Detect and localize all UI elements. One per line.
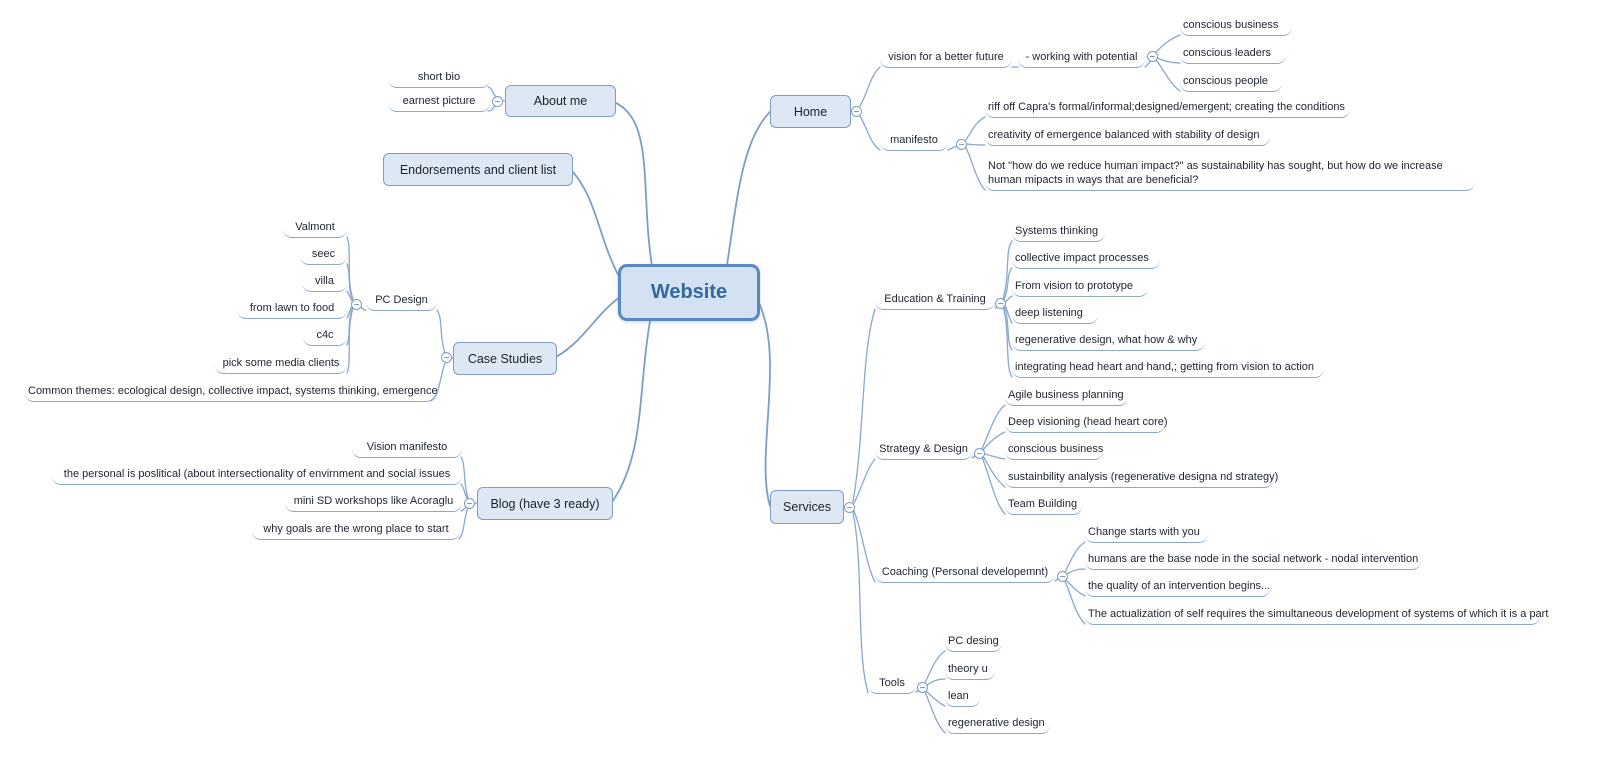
central-topic-website[interactable]: Website (618, 264, 760, 321)
branch-connectors (555, 101, 771, 507)
child-connectors (346, 34, 1181, 734)
topic-tools[interactable]: Tools (868, 676, 916, 694)
topic-sustainability-analysis[interactable]: sustainbility analysis (regenerative des… (1005, 470, 1278, 488)
topic-regenerative-design[interactable]: regenerative design (945, 716, 1050, 734)
topic-earnest-picture[interactable]: earnest picture (388, 94, 490, 112)
topic-manifesto[interactable]: manifesto (880, 133, 948, 151)
topic-vision-manifesto[interactable]: Vision manifesto (352, 440, 462, 458)
topic-valmont[interactable]: Valmont (283, 220, 347, 238)
collapse-icon-blog[interactable] (464, 498, 475, 509)
topic-deep-listening[interactable]: deep listening (1012, 306, 1098, 324)
topic-why-goals-wrong-place[interactable]: why goals are the wrong place to start (252, 522, 460, 540)
topic-personal-is-political[interactable]: the personal is poslitical (about inters… (52, 467, 462, 485)
topic-from-vision-to-prototype[interactable]: From vision to prototype (1012, 279, 1148, 297)
collapse-icon-about-me[interactable] (492, 96, 503, 107)
topic-c4c[interactable]: c4c (303, 328, 347, 346)
topic-case-studies[interactable]: Case Studies (453, 342, 557, 375)
collapse-icon-home[interactable] (851, 106, 862, 117)
collapse-icon-manifesto[interactable] (956, 139, 967, 150)
topic-integrating-head-heart-hand[interactable]: integrating head heart and hand,; gettin… (1012, 360, 1324, 378)
topic-strategy-design[interactable]: Strategy & Design (875, 442, 972, 460)
topic-lean[interactable]: lean (945, 689, 980, 707)
topic-vision-for-better-future[interactable]: vision for a better future (880, 50, 1012, 68)
topic-not-reduce-human-impact[interactable]: Not "how do we reduce human impact?" as … (985, 159, 1475, 191)
topic-systems-thinking[interactable]: Systems thinking (1012, 224, 1105, 242)
topic-blog[interactable]: Blog (have 3 ready) (477, 487, 613, 520)
topic-villa[interactable]: villa (302, 274, 347, 292)
topic-collective-impact-processes[interactable]: collective impact processes (1012, 251, 1160, 269)
topic-agile-business-planning[interactable]: Agile business planning (1005, 388, 1128, 406)
topic-mini-sd-workshops[interactable]: mini SD workshops like Acoraglu (285, 494, 462, 512)
topic-education-training[interactable]: Education & Training (875, 292, 995, 310)
topic-from-lawn-to-food[interactable]: from lawn to food (237, 301, 347, 319)
collapse-icon-working-with-potential[interactable] (1147, 51, 1158, 62)
topic-quality-of-intervention[interactable]: the quality of an intervention begins... (1085, 579, 1270, 597)
collapse-icon-pc-design[interactable] (351, 299, 362, 310)
topic-working-with-potential[interactable]: - working with potential (1018, 50, 1145, 68)
topic-change-starts-with-you[interactable]: Change starts with you (1085, 525, 1208, 543)
topic-deep-visioning[interactable]: Deep visioning (head heart core) (1005, 415, 1168, 433)
topic-pick-some-media-clients[interactable]: pick some media clients (215, 356, 347, 374)
collapse-icon-services[interactable] (844, 502, 855, 513)
topic-coaching[interactable]: Coaching (Personal developemnt) (875, 565, 1055, 583)
topic-theory-u[interactable]: theory u (945, 662, 995, 680)
topic-common-themes[interactable]: Common themes: ecological design, collec… (25, 384, 438, 402)
topic-pc-design[interactable]: PC Design (366, 293, 437, 311)
collapse-icon-tools[interactable] (917, 682, 928, 693)
topic-regenerative-design-what-how-why[interactable]: regenerative design, what how & why (1012, 333, 1205, 351)
topic-pc-desing[interactable]: PC desing (945, 634, 1002, 652)
topic-about-me[interactable]: About me (505, 85, 616, 117)
topic-services[interactable]: Services (770, 490, 844, 524)
topic-humans-base-node[interactable]: humans are the base node in the social n… (1085, 552, 1421, 570)
collapse-icon-education-training[interactable] (995, 298, 1006, 309)
topic-team-building[interactable]: Team Building (1005, 497, 1082, 515)
collapse-icon-strategy-design[interactable] (974, 448, 985, 459)
topic-short-bio[interactable]: short bio (388, 70, 490, 88)
topic-conscious-business-2[interactable]: conscious business (1005, 442, 1103, 460)
topic-conscious-people[interactable]: conscious people (1180, 74, 1282, 92)
topic-endorsements[interactable]: Endorsements and client list (383, 153, 573, 186)
topic-riff-off-capras[interactable]: riff off Capra's formal/informal;designe… (985, 100, 1350, 118)
collapse-icon-coaching[interactable] (1057, 571, 1068, 582)
topic-home[interactable]: Home (770, 95, 851, 128)
topic-seec[interactable]: seec (300, 247, 347, 265)
collapse-icon-case-studies[interactable] (441, 352, 452, 363)
topic-creativity-of-emergence[interactable]: creativity of emergence balanced with st… (985, 128, 1270, 146)
topic-conscious-leaders[interactable]: conscious leaders (1180, 46, 1286, 64)
topic-actualization-of-self[interactable]: The actualization of self requires the s… (1085, 607, 1548, 625)
topic-conscious-business[interactable]: conscious business (1180, 18, 1292, 36)
